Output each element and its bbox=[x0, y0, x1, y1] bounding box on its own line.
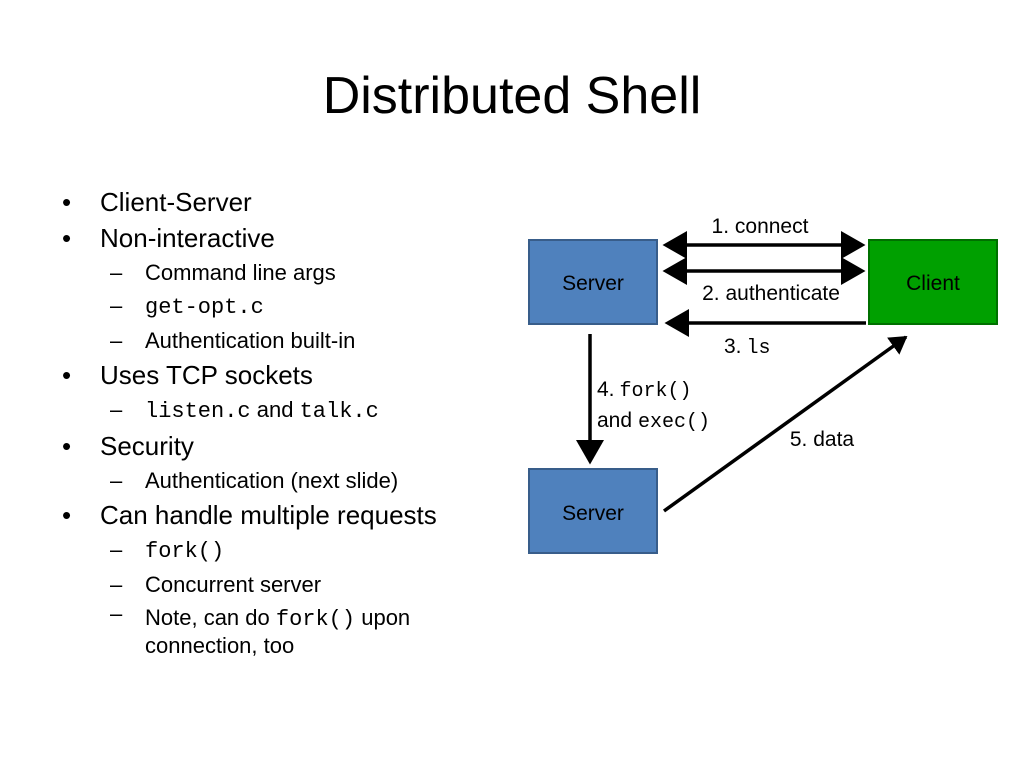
sub-list-security: Authentication (next slide) bbox=[100, 464, 498, 497]
sub-list-non-interactive: Command line args get-opt.c Authenticati… bbox=[100, 256, 498, 357]
sub-list-multiple: fork() Concurrent server Note, can do fo… bbox=[100, 533, 498, 659]
sub-item-concurrent-server: Concurrent server bbox=[100, 568, 498, 601]
client-box bbox=[868, 239, 998, 325]
bullet-non-interactive: Non-interactive Command line args get-op… bbox=[58, 220, 498, 357]
bullet-list: Client-Server Non-interactive Command li… bbox=[58, 184, 498, 659]
data-arrow bbox=[662, 335, 908, 513]
step-data-label: 5. data bbox=[790, 428, 855, 451]
sub-item-auth-builtin: Authentication built-in bbox=[100, 324, 498, 357]
sub-item-fork: fork() bbox=[100, 533, 498, 568]
slide-title: Distributed Shell bbox=[322, 67, 702, 125]
step-ls-label: 3.ls bbox=[724, 335, 771, 360]
step-fork-label: 4.fork() bbox=[597, 378, 692, 403]
bullet-multiple-requests: Can handle multiple requests fork() Conc… bbox=[58, 497, 498, 659]
bullet-tcp-sockets: Uses TCP sockets listen.c and talk.c bbox=[58, 357, 498, 428]
step-connect-label: 1. connect bbox=[712, 215, 809, 238]
server-bottom-box bbox=[528, 468, 658, 554]
server-top-label: Server bbox=[562, 272, 624, 295]
bullet-client-server: Client-Server bbox=[58, 184, 498, 220]
server-top-box bbox=[528, 239, 658, 325]
code-talk: talk.c bbox=[299, 399, 379, 424]
sub-list-tcp: listen.c and talk.c bbox=[100, 393, 498, 428]
code-listen: listen.c bbox=[145, 399, 251, 424]
sub-item-authentication: Authentication (next slide) bbox=[100, 464, 498, 497]
step-authenticate-label: 2. authenticate bbox=[702, 282, 840, 305]
sub-item-listen-talk: listen.c and talk.c bbox=[100, 393, 498, 428]
client-label: Client bbox=[906, 272, 960, 295]
server-bottom-label: Server bbox=[562, 502, 624, 525]
bullet-security: Security Authentication (next slide) bbox=[58, 428, 498, 497]
sub-item-get-opt: get-opt.c bbox=[100, 289, 498, 324]
sub-item-command-line-args: Command line args bbox=[100, 256, 498, 289]
